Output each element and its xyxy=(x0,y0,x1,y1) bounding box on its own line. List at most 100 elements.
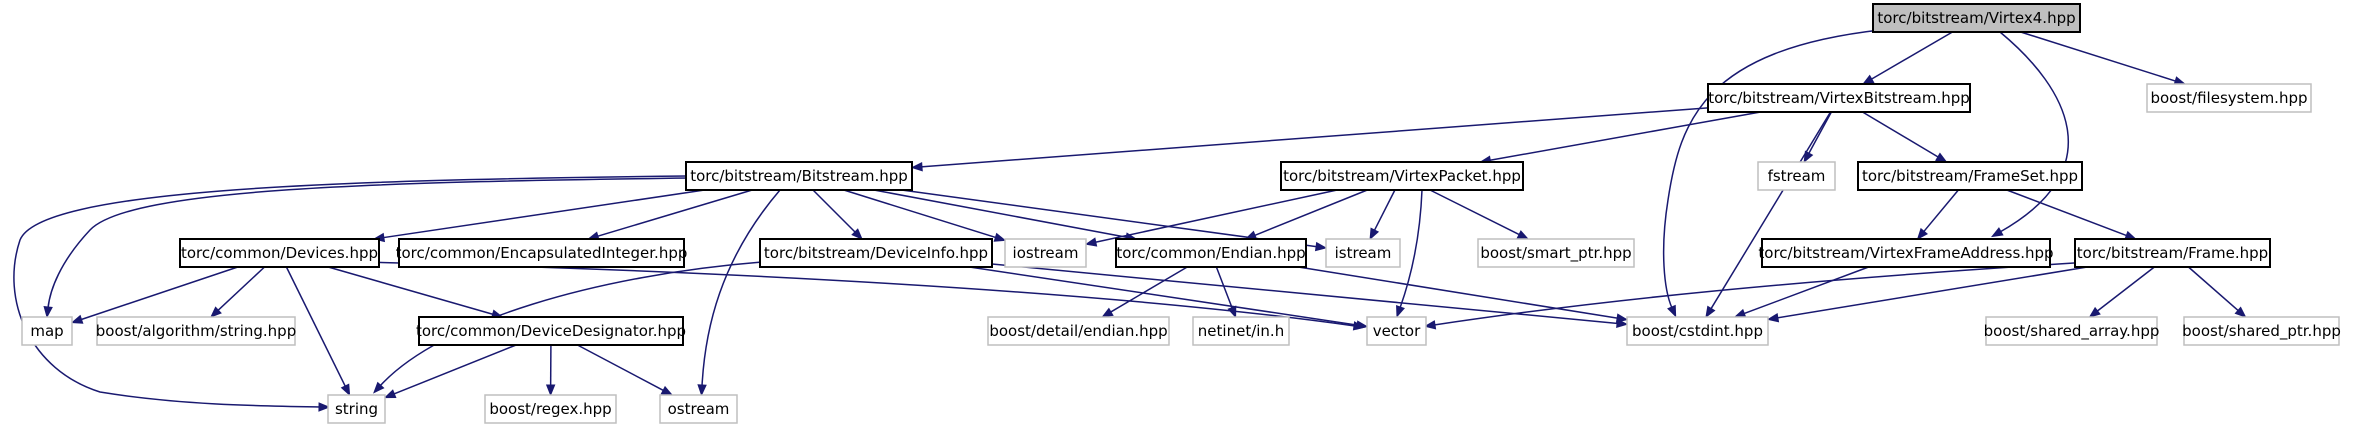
edge-devices-to-map xyxy=(70,266,239,324)
node-box xyxy=(1761,238,2051,268)
node-label: torc/common/Endian.hpp xyxy=(1116,244,1305,262)
edge-frame-to-sharedarray xyxy=(2088,266,2155,318)
node-label: boost/smart_ptr.hpp xyxy=(1480,244,1631,263)
edge-arrowhead xyxy=(851,228,863,240)
edge-line xyxy=(1429,189,1521,236)
node-label: boost/filesystem.hpp xyxy=(2150,89,2307,107)
node-sharedarray: boost/shared_array.hpp xyxy=(1984,316,2160,346)
node-box xyxy=(1477,238,1635,268)
edge-frame-to-sharedptr xyxy=(2187,266,2247,318)
edge-line xyxy=(1399,189,1423,309)
node-label: netinet/in.h xyxy=(1198,322,1284,340)
edge-bitstream-to-string xyxy=(13,175,689,412)
edge-line xyxy=(1862,111,1940,159)
node-algostring: boost/algorithm/string.hpp xyxy=(96,316,296,346)
edge-line xyxy=(701,189,781,387)
edge-arrowhead xyxy=(1803,150,1814,164)
node-virtexframeaddress[interactable]: torc/bitstream/VirtexFrameAddress.hpp xyxy=(1758,238,2054,268)
edge-virtexbitstream-to-cstdint xyxy=(1705,111,1832,319)
node-label: ostream xyxy=(668,400,730,418)
node-box xyxy=(1325,238,1401,268)
node-virtexbitstream[interactable]: torc/bitstream/VirtexBitstream.hpp xyxy=(1707,83,1971,113)
node-deviceinfo[interactable]: torc/bitstream/DeviceInfo.hpp xyxy=(759,238,993,268)
node-box xyxy=(179,238,380,268)
node-encapsulatedinteger[interactable]: torc/common/EncapsulatedInteger.hpp xyxy=(396,238,688,268)
node-istream: istream xyxy=(1325,238,1401,268)
edge-arrowhead xyxy=(1423,320,1437,330)
node-label: boost/shared_ptr.hpp xyxy=(2182,322,2341,341)
edge-arrowhead xyxy=(1227,305,1237,319)
edge-arrowhead xyxy=(1244,230,1258,240)
edge-deviceinfo-to-vector xyxy=(969,266,1369,330)
edge-line xyxy=(285,266,347,388)
edge-virtexbitstream-to-bitstream xyxy=(910,107,1709,172)
node-devices[interactable]: torc/common/Devices.hpp xyxy=(179,238,380,268)
edge-line xyxy=(1999,31,2070,233)
node-label: boost/shared_array.hpp xyxy=(1984,322,2160,341)
edge-devices-to-string xyxy=(285,266,351,397)
node-box xyxy=(1004,238,1087,268)
node-label: istream xyxy=(1335,244,1392,262)
node-iostream: iostream xyxy=(1004,238,1087,268)
node-box xyxy=(96,316,296,346)
edge-line xyxy=(1253,189,1368,237)
edge-virtex4-to-virtexbitstream xyxy=(1861,31,1953,85)
edge-arrowhead xyxy=(373,381,385,394)
node-devicedesignator[interactable]: torc/common/DeviceDesignator.hpp xyxy=(416,316,686,346)
node-box xyxy=(418,316,684,346)
edge-arrowhead xyxy=(1516,230,1530,240)
node-frameset[interactable]: torc/bitstream/FrameSet.hpp xyxy=(1857,161,2083,191)
edge-devices-to-devicedesignator xyxy=(328,266,504,319)
node-box xyxy=(659,394,738,424)
node-label: torc/bitstream/DeviceInfo.hpp xyxy=(764,244,988,262)
edge-line xyxy=(393,344,517,395)
node-label: torc/bitstream/Bitstream.hpp xyxy=(690,167,908,185)
edge-line xyxy=(80,266,239,321)
node-box xyxy=(21,316,73,346)
node-map: map xyxy=(21,316,73,346)
node-box xyxy=(1366,316,1427,346)
edge-virtexpacket-to-smartptr xyxy=(1429,189,1530,240)
edge-line xyxy=(1489,111,1761,162)
node-box xyxy=(1757,161,1836,191)
node-bitstream[interactable]: torc/bitstream/Bitstream.hpp xyxy=(685,161,913,191)
edge-line xyxy=(1094,189,1338,244)
edge-line xyxy=(217,266,266,312)
node-box xyxy=(1115,238,1307,268)
edge-bitstream-to-map xyxy=(43,177,691,319)
edge-devicedesignator-to-ostream xyxy=(577,344,674,396)
edge-line xyxy=(596,189,753,238)
edge-bitstream-to-deviceinfo xyxy=(812,189,863,240)
edge-arrowhead xyxy=(340,383,351,397)
node-frame[interactable]: torc/bitstream/Frame.hpp xyxy=(2074,238,2271,268)
node-virtexpacket[interactable]: torc/bitstream/VirtexPacket.hpp xyxy=(1280,161,1524,191)
edge-line xyxy=(1298,266,1619,320)
edge-frame-to-cstdint xyxy=(1766,266,2088,323)
node-label: torc/common/DeviceDesignator.hpp xyxy=(416,322,686,340)
edge-line xyxy=(1776,266,2088,319)
edge-bitstream-to-endian xyxy=(873,189,1138,242)
node-netinet: netinet/in.h xyxy=(1192,316,1290,346)
edge-line xyxy=(47,177,691,309)
edge-line xyxy=(1215,266,1234,309)
node-endian[interactable]: torc/common/Endian.hpp xyxy=(1115,238,1307,268)
node-label: boost/cstdint.hpp xyxy=(1632,322,1763,340)
edge-frame-to-vector xyxy=(1423,261,2091,330)
node-ostream: ostream xyxy=(659,394,738,424)
edge-line xyxy=(2187,266,2240,312)
edge-bitstream-to-encapsulatedinteger xyxy=(587,189,753,241)
edge-arrowhead xyxy=(1314,241,1328,252)
node-sharedptr: boost/shared_ptr.hpp xyxy=(2182,316,2341,346)
node-box xyxy=(2146,83,2312,113)
edge-line xyxy=(1710,111,1832,310)
edge-line xyxy=(843,189,997,239)
node-label: torc/bitstream/Frame.hpp xyxy=(2077,244,2268,262)
node-box xyxy=(1985,316,2158,346)
node-virtex4[interactable]: torc/bitstream/Virtex4.hpp xyxy=(1872,3,2081,33)
node-label: torc/bitstream/VirtexPacket.hpp xyxy=(1283,167,1521,185)
node-box xyxy=(1707,83,1971,113)
node-label: torc/common/Devices.hpp xyxy=(181,244,378,262)
edge-virtexframeaddress-to-cstdint xyxy=(1733,266,1869,318)
edge-line xyxy=(2096,266,2155,313)
edge-arrowhead xyxy=(43,305,53,319)
